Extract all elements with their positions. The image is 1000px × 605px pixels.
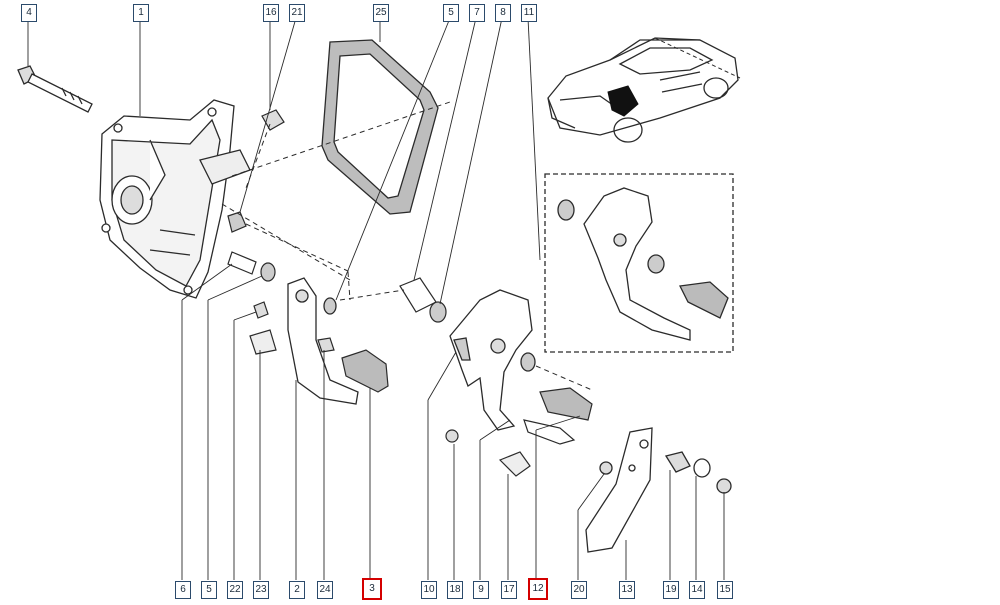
- callout-20[interactable]: 20: [571, 581, 587, 599]
- car-illustration: [547, 37, 739, 143]
- spacer-tube-part: [227, 251, 276, 282]
- clip-parts-group: [249, 301, 335, 355]
- detail-inset-frame: [544, 173, 734, 353]
- callout-3[interactable]: 3: [362, 578, 382, 600]
- callout-17[interactable]: 17: [501, 581, 517, 599]
- callout-1[interactable]: 1: [133, 4, 149, 22]
- callout-13[interactable]: 13: [619, 581, 635, 599]
- callout-23[interactable]: 23: [253, 581, 269, 599]
- clip-16-part: [261, 109, 285, 131]
- callout-11[interactable]: 11: [521, 4, 537, 22]
- callout-5[interactable]: 5: [201, 581, 217, 599]
- brake-pedal-assembly: [449, 289, 536, 431]
- detail-inset-drawing: [557, 187, 729, 341]
- gasket-part: [321, 39, 439, 215]
- bolt-part: [17, 65, 93, 113]
- callout-18[interactable]: 18: [447, 581, 463, 599]
- leader-lines: [27, 17, 725, 580]
- assembly-dashed-lines: [221, 101, 593, 391]
- car-pointer-arrow: [607, 85, 639, 117]
- callout-21[interactable]: 21: [289, 4, 305, 22]
- clutch-pedal-part: [287, 277, 359, 405]
- callout-9[interactable]: 9: [473, 581, 489, 599]
- pedal-pad-3-part: [341, 349, 389, 393]
- callout-25[interactable]: 25: [373, 4, 389, 22]
- callout-19[interactable]: 19: [663, 581, 679, 599]
- pedal-pad-12-part: [523, 387, 593, 445]
- callout-2[interactable]: 2: [289, 581, 305, 599]
- callout-12[interactable]: 12: [528, 578, 548, 600]
- callout-15[interactable]: 15: [717, 581, 733, 599]
- callout-7[interactable]: 7: [469, 4, 485, 22]
- callout-10[interactable]: 10: [421, 581, 437, 599]
- pedal-bracket-housing: [99, 99, 251, 299]
- callout-6[interactable]: 6: [175, 581, 191, 599]
- callout-8[interactable]: 8: [495, 4, 511, 22]
- callout-5[interactable]: 5: [443, 4, 459, 22]
- callout-14[interactable]: 14: [689, 581, 705, 599]
- callout-24[interactable]: 24: [317, 581, 333, 599]
- support-plate-part: [585, 427, 732, 553]
- callout-22[interactable]: 22: [227, 581, 243, 599]
- callout-16[interactable]: 16: [263, 4, 279, 22]
- clip-21-part: [227, 211, 247, 233]
- shaft-part: [399, 277, 447, 323]
- callout-4[interactable]: 4: [21, 4, 37, 22]
- nut-clip-parts: [445, 429, 531, 477]
